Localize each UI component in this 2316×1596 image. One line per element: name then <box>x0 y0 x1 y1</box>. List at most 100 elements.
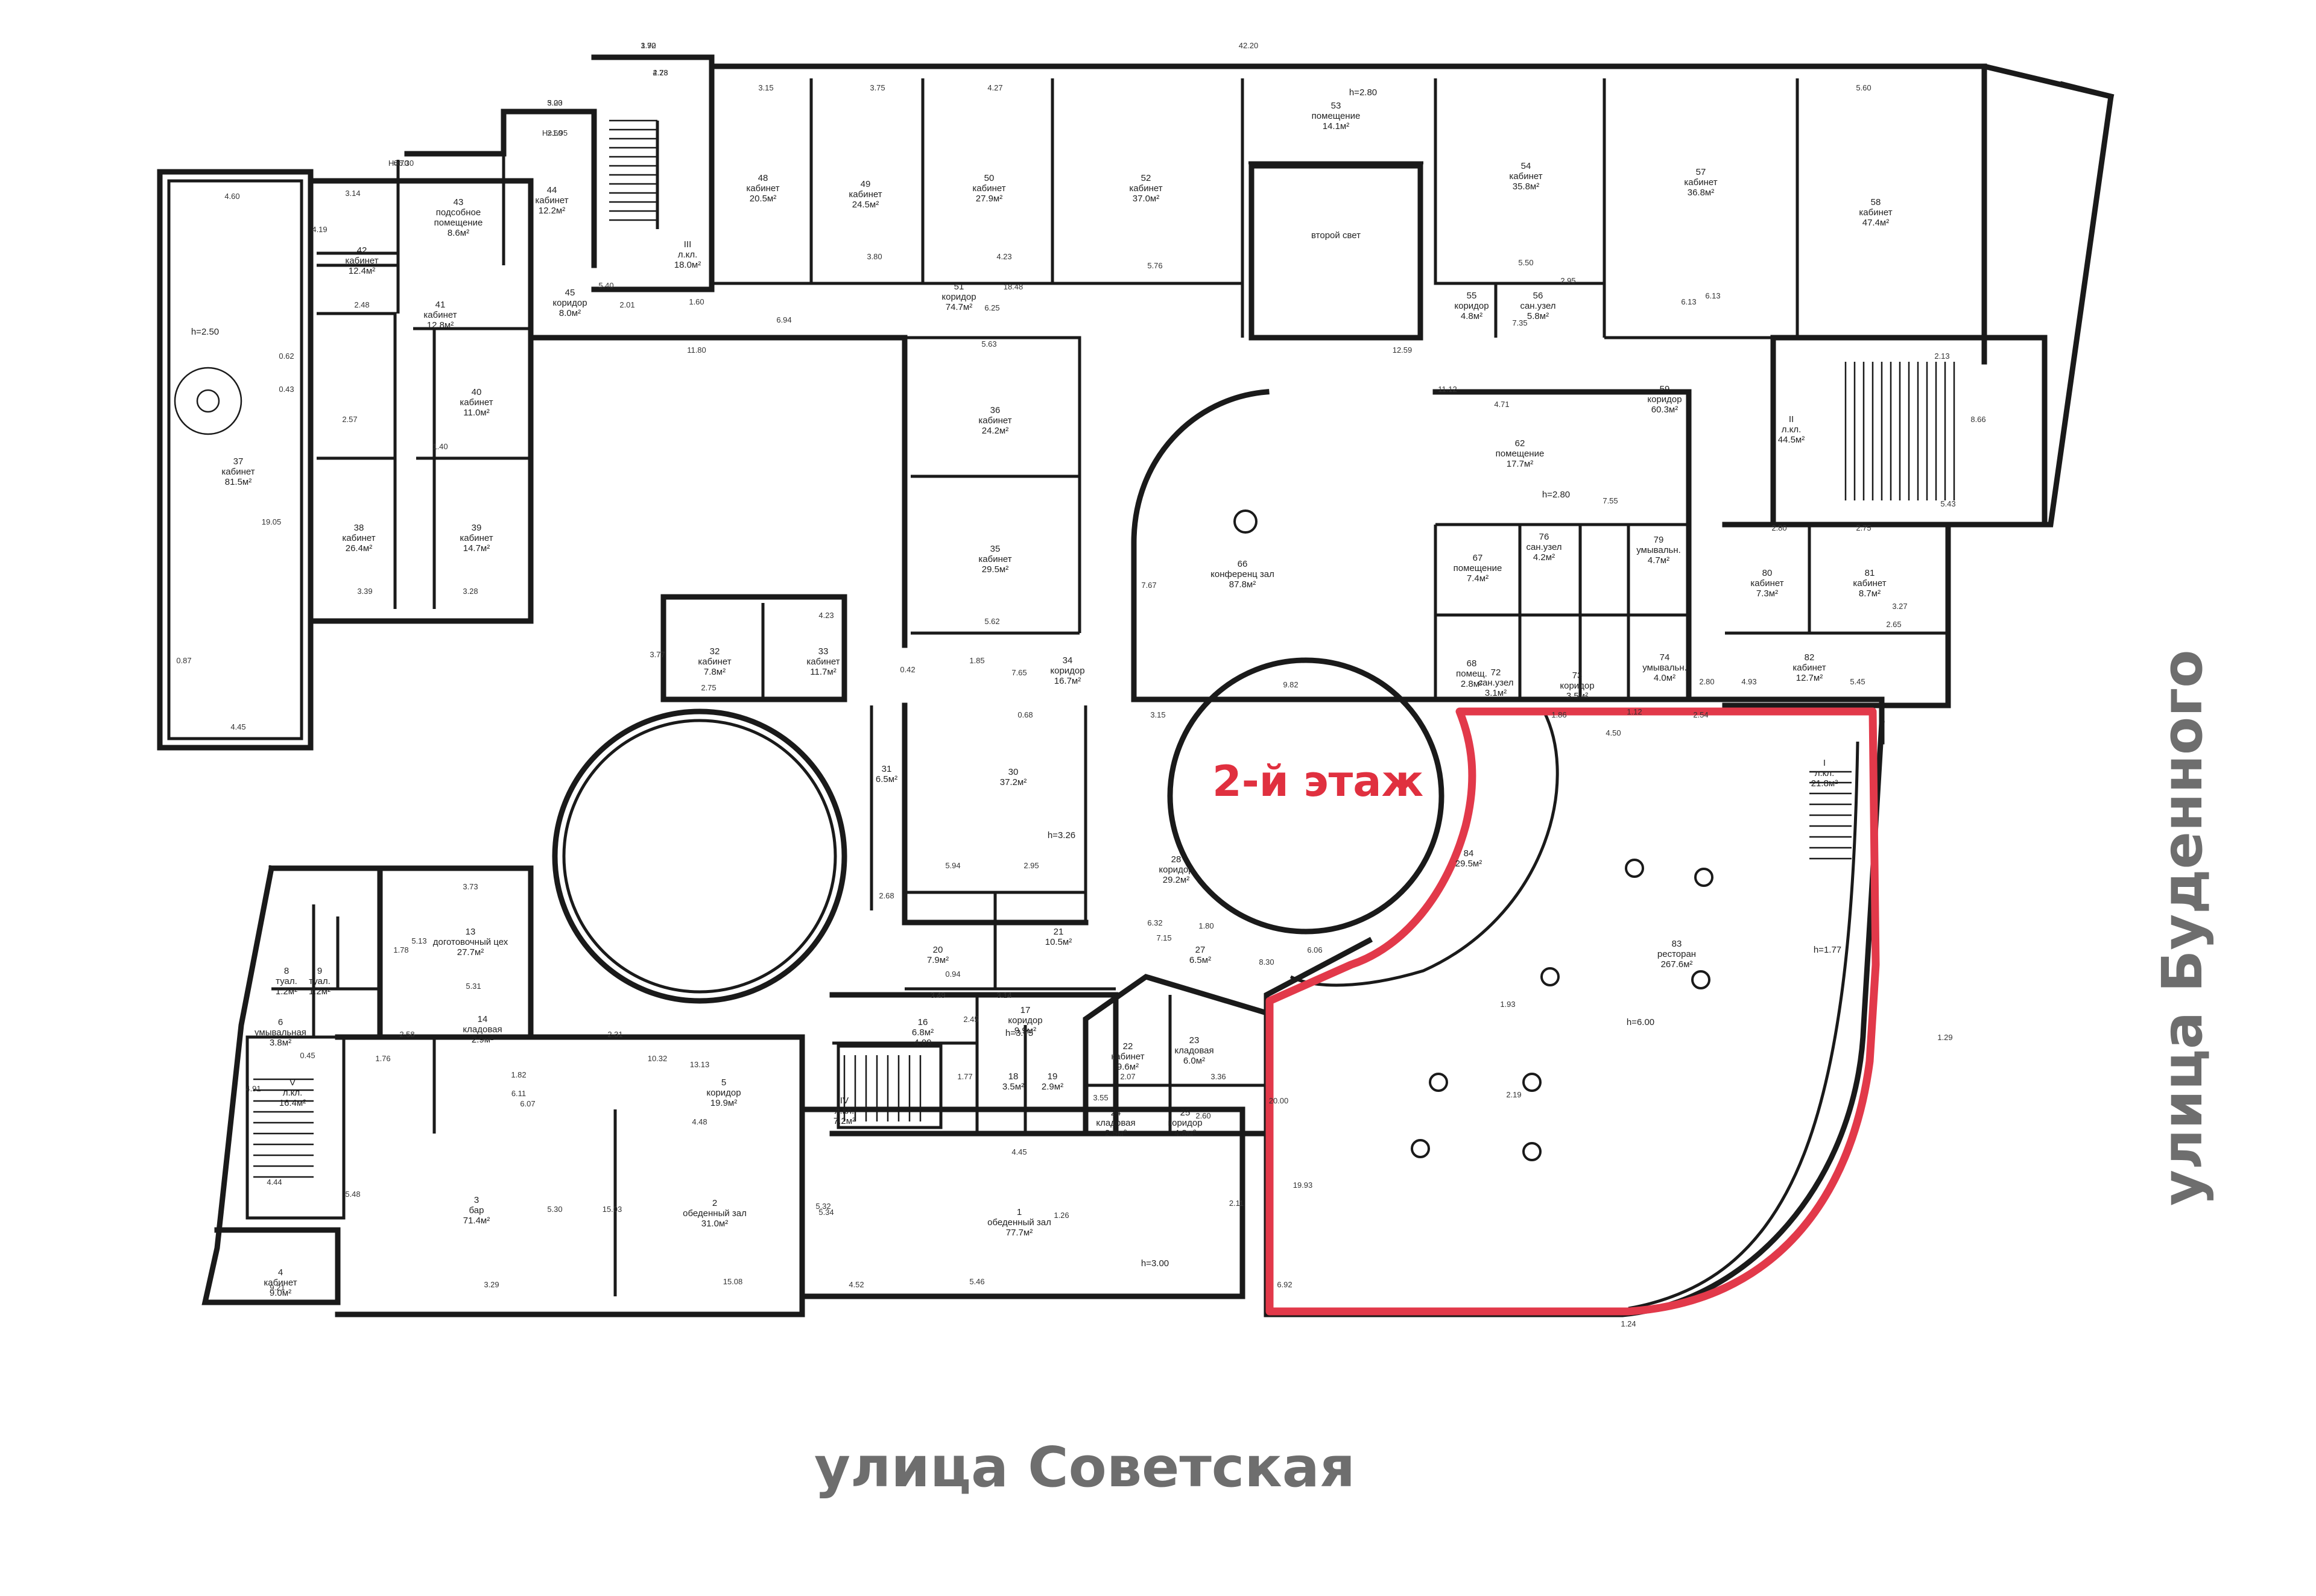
dimension-label: 4.23 <box>818 611 834 620</box>
dimension-label: 42.20 <box>1239 41 1259 50</box>
room-label-line: кладовая <box>463 1024 502 1035</box>
room-label-line: коридор <box>1050 666 1084 676</box>
room-label-line: 44 <box>547 185 557 195</box>
room-label-line: коридор <box>706 1088 741 1098</box>
room-label-line: обеденный зал <box>683 1208 747 1219</box>
dimension-label: 5.43 <box>1940 499 1955 508</box>
dimension-label: 2.23 <box>653 68 668 77</box>
room-label-line: 31 <box>882 764 892 774</box>
dimension-label: 5.31 <box>466 982 481 991</box>
dimension-label: 4.45 <box>1011 1147 1027 1156</box>
room-label-line: кабинет <box>1509 171 1542 181</box>
columns <box>1233 509 1713 1161</box>
room-label-line: кабинет <box>972 183 1005 194</box>
room-label-line: 12.4м² <box>349 266 376 276</box>
room-label-line: ресторан <box>1657 949 1696 959</box>
dimension-label: 9.82 <box>1283 680 1298 689</box>
dimension-label: 4.60 <box>224 192 239 201</box>
room-label-line: 9.6м² <box>1117 1062 1139 1072</box>
room-label-line: 43 <box>454 197 464 207</box>
room-label-line: 39 <box>472 523 482 533</box>
dimension-label: 0.42 <box>900 665 915 674</box>
room-label-line: кабинет <box>1684 177 1717 188</box>
dimension-label: 1.24 <box>1621 1319 1636 1328</box>
dimension-label: 11.80 <box>687 345 706 355</box>
dimension-label: 1.40 <box>432 442 448 451</box>
dimension-label: 3.14 <box>996 991 1011 1000</box>
dimension-label: 3.80 <box>867 252 882 261</box>
room-label-line: 5 <box>721 1077 726 1088</box>
dimension-label: 6.06 <box>1307 945 1322 954</box>
room-label-line: 2 <box>712 1198 717 1208</box>
room-label-line: 7.8м² <box>704 667 726 677</box>
dimension-label: 5.50 <box>1518 258 1533 267</box>
room-label-line: 5.8м² <box>1527 311 1549 321</box>
room-label-line: 33 <box>818 646 829 657</box>
room-label-line: кабинет <box>342 533 375 543</box>
room-label-line: 14.1м² <box>1323 121 1350 131</box>
dimension-label: 4.50 <box>1606 728 1621 737</box>
dimension-label: 13.13 <box>690 1060 710 1069</box>
dimension-label: 11.12 <box>1438 385 1457 394</box>
dimension-label: 8.30 <box>1259 957 1274 967</box>
dimension-label: 6.32 <box>1147 918 1162 927</box>
room-label-line: 3.5м² <box>1566 691 1588 701</box>
dimension-label: 1.72 <box>641 41 656 50</box>
dimension-label: 0.45 <box>300 1051 315 1060</box>
dimension-label: 2.75 <box>1856 523 1871 532</box>
room-label-line: h=2.80 <box>1349 87 1377 98</box>
room-label-line: умывальн. <box>1642 663 1687 673</box>
room-label-r83h: h=6.00 <box>1627 1017 1654 1027</box>
room-label-line: 6.0м² <box>1183 1056 1205 1066</box>
room-label-line: кабинет <box>1792 663 1826 673</box>
room-label-line: кабинет <box>698 657 731 667</box>
room-label-line: 62 <box>1515 438 1525 449</box>
room-label-line: 79 <box>1654 535 1664 545</box>
dimension-label: 2.13 <box>1934 352 1949 361</box>
room-label-line: 83 <box>1672 939 1682 949</box>
room-label-line: кабинет <box>460 533 493 543</box>
room-label-line: 29.2м² <box>1163 875 1190 885</box>
dimension-label: H=1.95 <box>542 128 568 137</box>
room-label-line: 7.9м² <box>927 955 949 965</box>
dimension-label: 6.07 <box>520 1099 535 1108</box>
room-label-line: 66 <box>1238 559 1248 569</box>
room-label-line: кабинет <box>1129 183 1162 194</box>
room-label-line: доготовочный цех <box>433 937 508 947</box>
room-label-line: 18.0м² <box>674 260 701 270</box>
room-label-line: 16.7м² <box>1054 676 1081 686</box>
dimension-label: 2.75 <box>701 683 716 692</box>
room-label-line: h=6.00 <box>1627 1017 1654 1027</box>
dimension-label: 12.59 <box>1393 345 1413 355</box>
room-label-line: коридор <box>552 298 587 308</box>
dimension-label: 7.15 <box>1156 933 1171 942</box>
room-label-line: коридор <box>1168 1118 1202 1128</box>
